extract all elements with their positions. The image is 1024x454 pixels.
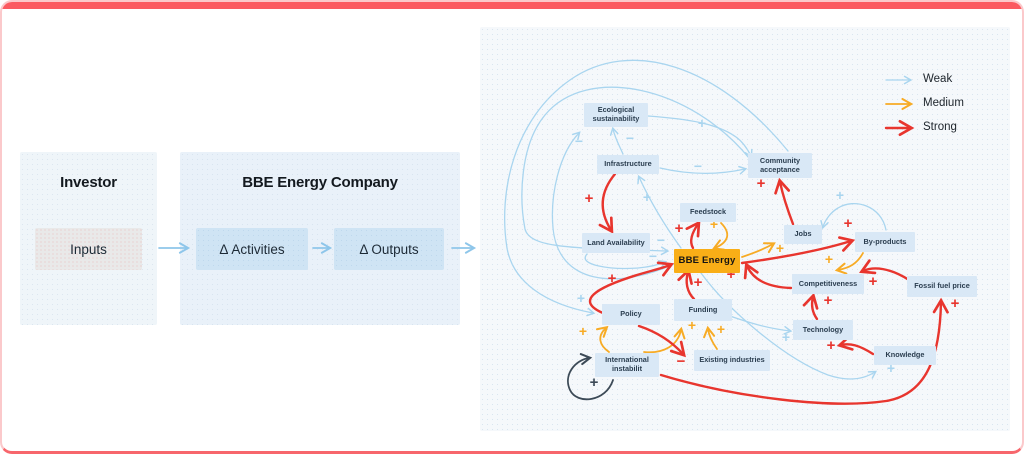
node-international_instability: International instabilit	[595, 353, 659, 377]
node-feedstock: Feedstock	[680, 203, 736, 222]
node-knowledge: Knowledge	[874, 346, 936, 365]
node-technology: Technology	[793, 320, 853, 340]
node-existing_industries: Existing industries	[694, 350, 770, 371]
node-land_availability: Land Availability	[582, 233, 650, 253]
company-title: BBE Energy Company	[242, 174, 398, 191]
legend-label-medium: Medium	[923, 97, 964, 109]
node-community_acceptance: Community acceptance	[748, 153, 812, 178]
company-panel: BBE Energy Company Δ Activities Δ Output…	[180, 152, 460, 325]
inputs-box: Inputs	[35, 228, 142, 270]
node-bbe_energy: BBE Energy	[674, 249, 740, 273]
investor-panel: Investor Inputs	[20, 152, 157, 325]
activities-box: Δ Activities	[196, 228, 308, 270]
node-competitiveness: Competitiveness	[792, 274, 864, 294]
node-ecological_sustainability: Ecological sustainability	[584, 103, 648, 127]
node-jobs: Jobs	[784, 225, 822, 244]
node-funding: Funding	[674, 299, 732, 321]
legend-label-strong: Strong	[923, 121, 957, 133]
node-infrastructure: Infrastructure	[597, 155, 659, 174]
investor-title: Investor	[60, 174, 117, 191]
node-policy: Policy	[602, 304, 660, 325]
node-by_products: By-products	[855, 232, 915, 252]
outputs-box: Δ Outputs	[334, 228, 444, 270]
legend-label-weak: Weak	[923, 73, 953, 85]
node-fossil_fuel_price: Fossil fuel price	[907, 276, 977, 297]
top-accent-bar	[2, 2, 1022, 9]
